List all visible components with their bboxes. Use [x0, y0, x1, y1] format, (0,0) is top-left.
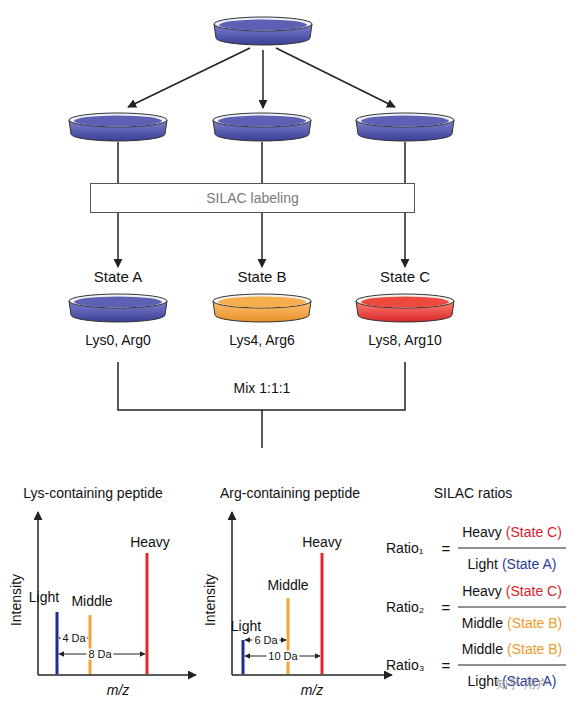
heavy-peak — [146, 553, 149, 674]
text-label: = — [442, 541, 451, 556]
feed-line — [261, 142, 263, 183]
connector-layer — [118, 213, 405, 267]
ratio-word: (State A) — [502, 556, 556, 572]
text-label: Intensity — [203, 574, 217, 626]
text-label: = — [442, 658, 451, 673]
x-axis — [38, 674, 196, 676]
culture-dish — [356, 113, 454, 141]
heavy-peak — [321, 553, 324, 674]
dish-rim — [69, 294, 167, 308]
text-label: Heavy — [302, 535, 342, 549]
light-peak — [242, 640, 245, 674]
text-label: = — [442, 600, 451, 615]
ratio-term: Heavy(State C) — [462, 525, 562, 539]
ratio-word: (State B) — [507, 641, 562, 657]
dish-medium — [219, 20, 307, 31]
text-label: Middle — [71, 594, 112, 608]
feed-line — [117, 142, 119, 183]
ratio-word: (State B) — [507, 615, 562, 631]
labeled-dish: State A Lys0, Arg0 — [58, 268, 178, 349]
culture-dish — [69, 113, 167, 141]
light-peak — [56, 612, 59, 674]
ratio-term: Heavy(State C) — [462, 584, 562, 598]
feed-line — [404, 142, 406, 183]
ratio-word: Middle — [462, 641, 503, 657]
fraction-bar — [458, 665, 566, 666]
split-arrow — [262, 50, 264, 108]
dish-rim — [213, 294, 311, 308]
text-label: 8 Da — [86, 649, 113, 660]
culture-dish — [213, 113, 311, 141]
text-label: Heavy — [130, 535, 170, 549]
culture-dish — [68, 291, 168, 325]
ratio-word: Heavy — [462, 583, 502, 599]
labeled-dish: State B Lys4, Arg6 — [202, 268, 322, 349]
middle-peak — [287, 598, 290, 674]
fraction-bar — [458, 607, 566, 608]
ratio-word: Middle — [462, 615, 503, 631]
dish-rim — [213, 113, 311, 127]
dish-medium — [74, 116, 162, 127]
ratio-term: Light(State A) — [468, 557, 557, 571]
text-label: m/z — [107, 683, 130, 697]
text-label: Light — [29, 590, 59, 604]
flow-arrow — [117, 213, 119, 267]
text-label: SILAC ratios — [434, 486, 513, 500]
ratio-term: Middle(State B) — [462, 616, 563, 630]
dish-medium — [361, 116, 449, 127]
text-label: Middle — [267, 578, 308, 592]
text-label: m/z — [301, 683, 324, 697]
mix-stem — [261, 410, 263, 448]
text-label: 4 Da — [60, 633, 87, 644]
dish-medium — [361, 297, 449, 308]
ratio-word: Heavy — [462, 524, 502, 540]
text-label: 10 Da — [266, 651, 299, 662]
text-label: Ratio₂ — [386, 600, 424, 614]
node-subtext: Lys8, Arg10 — [368, 331, 441, 349]
y-axis — [231, 512, 233, 675]
source-dish — [214, 17, 312, 45]
flow-arrow — [404, 213, 406, 267]
dish-rim — [69, 113, 167, 127]
dish-medium — [74, 297, 162, 308]
process-box: SILAC labeling — [90, 183, 415, 213]
culture-dish — [355, 291, 455, 325]
ratio-word: Light — [468, 556, 498, 572]
dish-medium — [218, 297, 306, 308]
ratio-word: Light — [468, 673, 498, 689]
text-label: Intensity — [9, 574, 23, 626]
dish-rim — [356, 113, 454, 127]
node-title: State B — [237, 268, 286, 286]
x-axis — [232, 674, 392, 676]
ratio-word: (State C) — [506, 583, 562, 599]
node-subtext: Lys0, Arg0 — [85, 331, 151, 349]
labeled-dish: State C Lys8, Arg10 — [345, 268, 465, 349]
ratio-word: (State C) — [506, 524, 562, 540]
node-title: SILAC labeling — [206, 190, 299, 206]
dish-rim — [214, 17, 312, 31]
text-label: Ratio₃ — [386, 658, 424, 672]
dish-rim — [356, 294, 454, 308]
middle-peak — [89, 615, 92, 674]
node-title: State A — [94, 268, 142, 286]
text-label: Light — [231, 619, 261, 633]
text-label: Mix 1:1:1 — [234, 381, 291, 395]
text-label: Ratio₁ — [386, 541, 423, 555]
culture-dish — [212, 291, 312, 325]
split-arrow — [276, 48, 395, 107]
mix-bracket — [118, 362, 405, 410]
text-label: 6 Da — [252, 635, 279, 646]
text-label: 知乎 用户 — [496, 678, 547, 690]
node-subtext: Lys4, Arg6 — [229, 331, 295, 349]
text-label: Lys-containing peptide — [23, 486, 163, 500]
flow-arrow — [261, 213, 263, 267]
fraction-bar — [458, 548, 566, 549]
ratio-term: Middle(State B) — [462, 642, 563, 656]
dish-medium — [218, 116, 306, 127]
node-title: State C — [380, 268, 430, 286]
text-label: Arg-containing peptide — [220, 486, 360, 500]
split-arrow — [128, 48, 250, 107]
